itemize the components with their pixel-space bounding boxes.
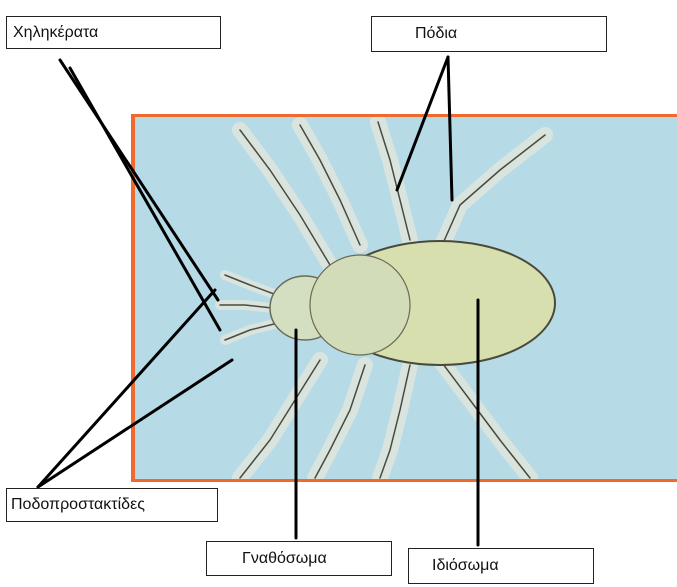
pointer-legs-2 bbox=[448, 57, 452, 200]
pointer-legs-1 bbox=[397, 57, 448, 190]
label-pedipalps: Ποδοπροστακτίδες bbox=[6, 488, 218, 522]
label-idiosoma: Ιδιόσωμα bbox=[408, 548, 594, 584]
label-gnathosoma: Γναθόσωμα bbox=[206, 541, 392, 576]
pointer-chelicerae-1 bbox=[60, 60, 218, 300]
label-legs: Πόδια bbox=[371, 16, 607, 52]
pointer-chelicerae-2 bbox=[70, 68, 220, 330]
label-chelicerae: Χηληκέρατα bbox=[6, 16, 221, 49]
